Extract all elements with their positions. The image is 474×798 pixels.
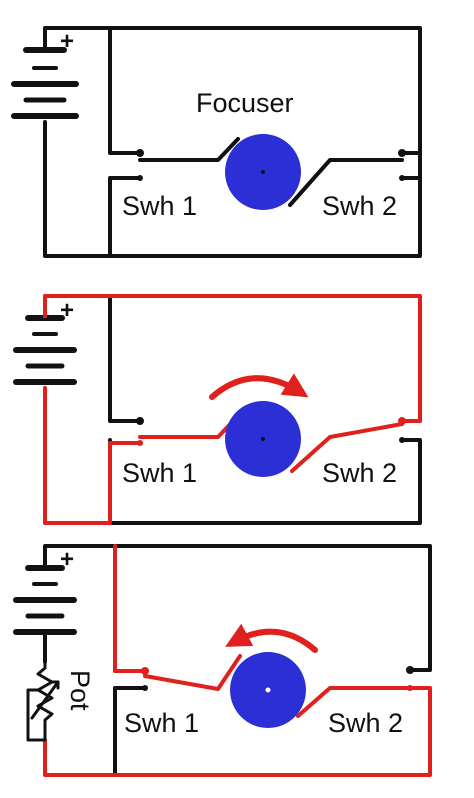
panel-2-red-outer-wire <box>43 386 112 525</box>
panel-3-black-top-wire <box>43 544 432 672</box>
panel-3-switch-2-label: Swh 2 <box>328 708 403 738</box>
panel-2-red-switch-1-arm <box>138 416 238 439</box>
panel-1-switch-2-label: Swh 2 <box>322 191 397 221</box>
panel-3-red-switch-1-arm <box>143 654 242 691</box>
panel-2-circuit <box>43 294 422 525</box>
panel-3-focuser-axle <box>265 687 271 693</box>
panel-2-switch-1-contact <box>136 417 144 425</box>
panel-2-switch-2-contact <box>398 417 406 425</box>
panel-2-red-topright-wire <box>108 294 422 423</box>
potentiometer-icon <box>26 660 60 742</box>
panel-1-inner-wire <box>108 26 142 155</box>
panel-3-red-inner-wire <box>113 544 147 673</box>
panel-2-switch-2-contact-low <box>399 437 405 443</box>
panel-2-black-wire <box>108 294 142 423</box>
clockwise-arrow-icon <box>209 373 309 400</box>
panel-3-switch-2-contact-low <box>407 685 413 691</box>
panel-1-switch-2-contact <box>398 149 406 157</box>
panel-2-battery-plus: + <box>60 297 74 324</box>
panel-3-switch-1-contact <box>141 667 149 675</box>
panel-3-battery-icon <box>13 556 77 664</box>
panel-3-switch-1-label: Swh 1 <box>124 708 199 738</box>
counterclockwise-arrow-icon <box>225 623 318 653</box>
panel-1-focuser-label: Focuser <box>196 88 294 118</box>
panel-2-focuser-axle <box>261 437 265 441</box>
panel-3-red-right-wire <box>43 686 432 777</box>
panel-1-lower-wire-left <box>108 176 142 258</box>
panel-3-switch-1-contact-low <box>142 685 148 691</box>
panel-1-switch-2-arm <box>288 158 404 207</box>
panel-2-battery-icon <box>13 315 77 385</box>
panel-3-circuit <box>43 544 432 777</box>
panel-1-switch-1-contact-low <box>137 175 143 181</box>
panel-1-circuit <box>43 26 422 258</box>
panel-1-battery-plus: + <box>60 28 74 55</box>
panel-1-switch-1-arm <box>138 137 240 162</box>
panel-3-switch-2-contact <box>406 666 414 674</box>
panel-2-switch-1-contact-low <box>137 440 143 446</box>
panel-2-switch-2-label: Swh 2 <box>322 458 397 488</box>
panel-2-switch-1-label: Swh 1 <box>122 458 197 488</box>
panel-3-red-switch-2-arm <box>296 686 412 718</box>
panel-3-pot-label: Pot <box>65 670 95 711</box>
panel-2-red-switch-2-arm <box>290 422 404 473</box>
panel-1-switch-1-contact <box>136 149 144 157</box>
panel-1-switch-1-label: Swh 1 <box>122 191 197 221</box>
panel-3-battery-plus: + <box>60 546 74 573</box>
panel-1-switch-2-contact-low <box>399 175 405 181</box>
panel-2-red-top-wire <box>43 294 112 302</box>
panel-1-battery-icon <box>11 31 79 119</box>
panel-1-top-wire <box>43 26 422 258</box>
panel-1-focuser-axle <box>261 170 265 174</box>
